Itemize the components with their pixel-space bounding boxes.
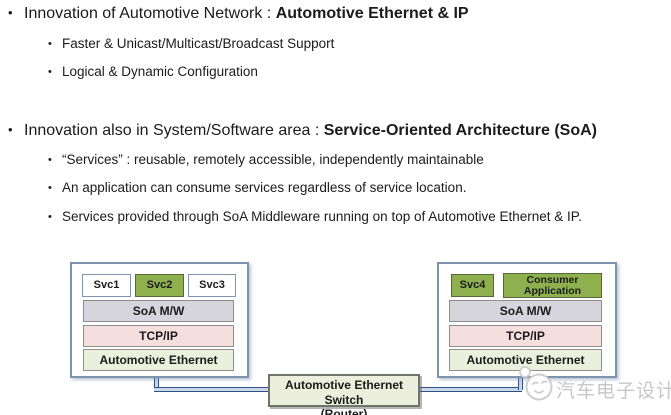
smiley-logo-icon xyxy=(519,366,553,401)
layer-automotive-ethernet: Automotive Ethernet xyxy=(83,349,234,371)
connector-right-horizontal xyxy=(420,387,522,392)
service-box-svc3: Svc3 xyxy=(188,274,236,297)
bullet-marker: • xyxy=(8,5,13,20)
service-box-svc1: Svc1 xyxy=(82,274,131,297)
bullet-automotive-network: • Innovation of Automotive Network : Auto… xyxy=(8,5,469,23)
bullet-text-bold: Service-Oriented Architecture (SoA) xyxy=(323,122,597,139)
connector-left-vertical xyxy=(154,374,159,389)
switch-label-line2: (Router) xyxy=(320,407,368,415)
bullet-marker: • xyxy=(8,122,13,137)
bullet-marker: • xyxy=(48,182,52,194)
sub-bullet-text: Services provided through SoA Middleware… xyxy=(62,209,582,224)
switch-label-line1: Automotive Ethernet Switch xyxy=(284,378,403,407)
bullet-soa: • Innovation also in System/Software area… xyxy=(8,122,597,140)
bullet-marker: • xyxy=(48,38,52,50)
bullet-marker: • xyxy=(48,211,52,223)
sub-bullet-text: “Services” : reusable, remotely accessib… xyxy=(62,152,484,167)
ethernet-switch-box: Automotive Ethernet Switch (Router) xyxy=(268,374,420,415)
service-box-svc4: Svc4 xyxy=(451,274,494,297)
sub-bullet-text: Faster & Unicast/Multicast/Broadcast Sup… xyxy=(62,36,335,51)
connector-left-horizontal xyxy=(154,387,268,392)
layer-automotive-ethernet: Automotive Ethernet xyxy=(449,349,602,371)
sub-bullet-consume-services: • An application can consume services reg… xyxy=(48,180,466,195)
sub-bullet-faster-unicast: • Faster & Unicast/Multicast/Broadcast Su… xyxy=(48,36,334,51)
connector-right-vertical xyxy=(518,374,523,390)
bullet-marker: • xyxy=(48,154,52,166)
bullet-text: Innovation also in System/Software area … xyxy=(24,122,324,139)
left-ecu-stack: Svc1 Svc2 Svc3 SoA M/W TCP/IP Automotive… xyxy=(70,262,249,378)
layer-tcp-ip: TCP/IP xyxy=(83,325,234,347)
service-box-svc2: Svc2 xyxy=(135,274,184,297)
sub-bullet-logical-config: • Logical & Dynamic Configuration xyxy=(48,64,258,79)
layer-soa-middleware: SoA M/W xyxy=(83,300,234,322)
right-ecu-stack: Svc4 Consumer Application SoA M/W TCP/IP… xyxy=(437,262,617,378)
watermark-text: 汽车电子设计 xyxy=(556,381,671,402)
sub-bullet-text: An application can consume services rega… xyxy=(62,180,467,195)
sub-bullet-soa-middleware: • Services provided through SoA Middlewar… xyxy=(48,209,582,224)
layer-soa-middleware: SoA M/W xyxy=(449,300,602,322)
layer-tcp-ip: TCP/IP xyxy=(449,325,602,347)
bullet-text-bold: Automotive Ethernet & IP xyxy=(275,5,469,22)
sub-bullet-services-reusable: • “Services” : reusable, remotely accessi… xyxy=(48,152,484,167)
bullet-text: Innovation of Automotive Network : xyxy=(24,5,276,22)
sub-bullet-text: Logical & Dynamic Configuration xyxy=(62,64,258,79)
bullet-marker: • xyxy=(48,66,52,78)
consumer-application-box: Consumer Application xyxy=(503,273,602,298)
